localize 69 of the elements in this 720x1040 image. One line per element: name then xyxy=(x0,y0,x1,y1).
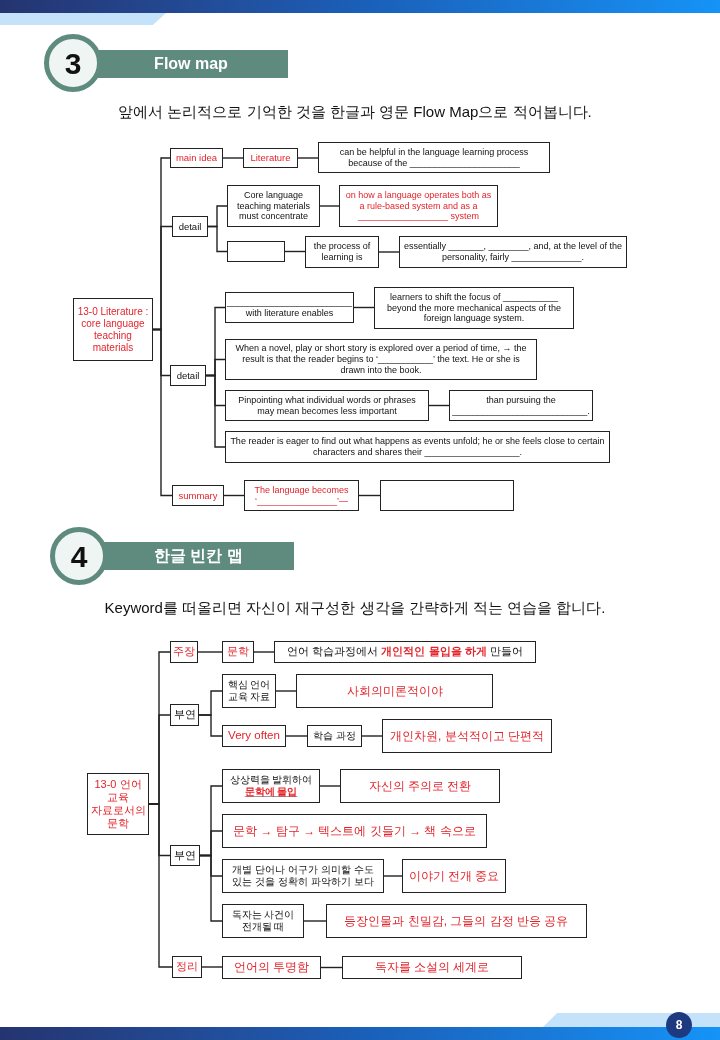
text-box: can be helpful in the language learning process because of the ______________________ xyxy=(318,142,550,173)
connector-line xyxy=(207,225,228,253)
text-box: 사회의미론적이야 xyxy=(296,674,493,708)
text-box: 문학 → 탐구 → 텍스트에 깃들기 → 책 속으로 xyxy=(222,814,487,848)
connector-line xyxy=(378,251,400,253)
text-box: Literature xyxy=(243,148,298,168)
section-title-band: 한글 빈칸 맵 xyxy=(103,542,294,570)
text-box: essentially _______, ________, and, at the level of the personality, fairly ______________. xyxy=(399,236,627,268)
text-box: 자신의 주의로 전환 xyxy=(340,769,500,803)
text-box: 이야기 전개 중요 xyxy=(402,859,506,893)
text-box: 언어 학습과정에서 개인적인 몰입을 하게 만들어 xyxy=(274,641,536,663)
connector-line xyxy=(285,735,308,737)
connector-line xyxy=(199,854,223,922)
connector-line xyxy=(152,328,173,497)
answer-box xyxy=(380,480,514,511)
connector-line xyxy=(284,250,306,253)
instruction-text: 앞에서 논리적으로 기억한 것을 한글과 영문 Flow Map으로 적어봅니다. xyxy=(117,102,593,122)
text-box: 독자를 소설의 세계로 xyxy=(342,956,522,979)
text-box: The reader is eager to find out what happens as events unfold; he or she feels close to certain characters and shares their ___________________. xyxy=(225,431,610,463)
text-box: _________________________ with literature enables xyxy=(225,292,354,323)
text-box: 등장인물과 친밀감, 그들의 감정 반응 공유 xyxy=(326,904,587,938)
text-box: 학습 과정 xyxy=(307,725,362,747)
category-box: detail xyxy=(172,216,208,237)
text-box: The language becomes ‘________________’— xyxy=(244,480,359,511)
connector-line xyxy=(361,735,383,737)
connector-line xyxy=(222,157,244,159)
text-box: When a novel, play or short story is explored over a period of time, → the result is that the reader begins to ‘___________’ the text. He or she is drawn into the book. xyxy=(225,339,537,380)
text-box: 독자는 사건이 전개될 때 xyxy=(222,904,304,938)
connector-line xyxy=(253,651,275,653)
text-box: 언어의 투명함 xyxy=(222,956,321,979)
text-box: the process of learning is xyxy=(305,236,379,268)
text-box: 핵심 언어 교육 자료 xyxy=(222,674,276,708)
text-box: Very often xyxy=(222,725,286,747)
connector-line xyxy=(201,966,223,968)
text-box: 문학 xyxy=(222,641,254,663)
text-box: on how a language operates both as a rule-based system and as a __________________ system xyxy=(339,185,498,227)
text-box: learners to shift the focus of ___________ beyond the more mechanical aspects of the foreign language system. xyxy=(374,287,574,329)
connector-line xyxy=(148,803,173,968)
connector-line xyxy=(428,404,450,407)
connector-line xyxy=(303,920,327,922)
category-box: summary xyxy=(172,485,224,506)
connector-line xyxy=(319,785,341,787)
category-box: main idea xyxy=(170,148,223,168)
category-box: 부연 xyxy=(170,704,199,726)
text-box: 상상력을 발휘하여 문학에 몰입 xyxy=(222,769,320,803)
connector-line xyxy=(297,157,319,159)
connector-line xyxy=(320,966,343,969)
connector-line xyxy=(223,494,245,497)
connector-line xyxy=(358,494,381,497)
instruction-text: Keyword를 떠올리면 자신이 재구성한 생각을 간략하게 적는 연습을 합니다. xyxy=(103,598,607,618)
topic-box: 13-0 언어 교육 자료로서의 문학 xyxy=(87,773,149,835)
category-box: 정리 xyxy=(172,956,202,978)
text-box: 개인차원, 분석적이고 단편적 xyxy=(382,719,552,753)
category-box: 부연 xyxy=(170,845,200,866)
text-box: than pursuing the ___________________________. xyxy=(449,390,593,421)
connector-line xyxy=(198,714,223,737)
category-box: 주장 xyxy=(170,641,198,663)
text-box: Core language teaching materials must concentrate xyxy=(227,185,320,227)
connector-line xyxy=(319,205,340,207)
connector-line xyxy=(383,875,403,877)
text-box: Pinpointing what individual words or phrases may mean becomes less important xyxy=(225,390,429,421)
answer-box xyxy=(227,241,285,262)
connector-line xyxy=(353,306,375,309)
connector-line xyxy=(205,374,226,448)
text-box: 개별 단어나 어구가 의미할 수도 있는 것을 정확히 파악하기 보다 xyxy=(222,859,384,893)
category-box: detail xyxy=(170,365,206,386)
connector-line xyxy=(197,651,223,653)
connector-line xyxy=(275,690,297,692)
topic-box: 13-0 Literature : core language teaching materials xyxy=(73,298,153,361)
